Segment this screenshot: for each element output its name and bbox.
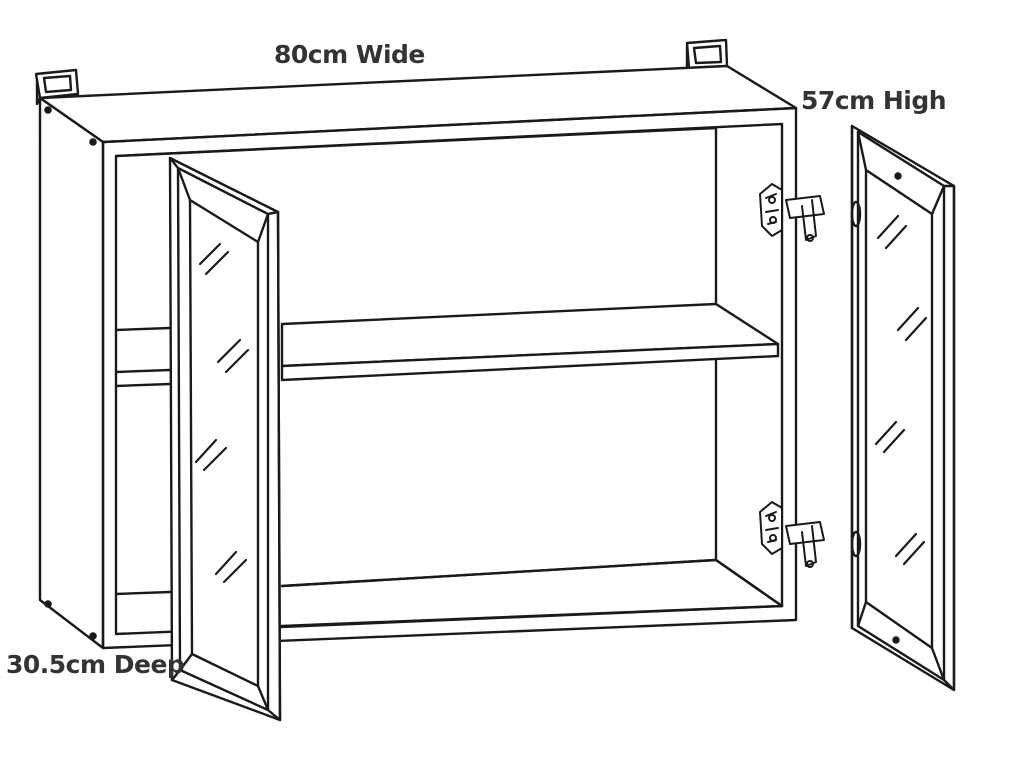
right-glass-door [850,124,956,692]
width-label: 80cm Wide [274,40,425,69]
left-glass-door [168,156,282,722]
depth-label: 30.5cm Deep [6,650,185,679]
top-hinge-icon [759,183,825,242]
right-glass-reflection-icon [874,214,928,566]
bottom-hinge-icon [759,501,825,568]
left-hanging-bracket-icon [34,68,80,106]
cabinet-carcass [38,64,798,650]
bottom-shelf [280,558,784,628]
glass-reflection-icon [194,242,250,584]
height-label: 57cm High [801,86,947,115]
middle-shelf [114,302,780,382]
